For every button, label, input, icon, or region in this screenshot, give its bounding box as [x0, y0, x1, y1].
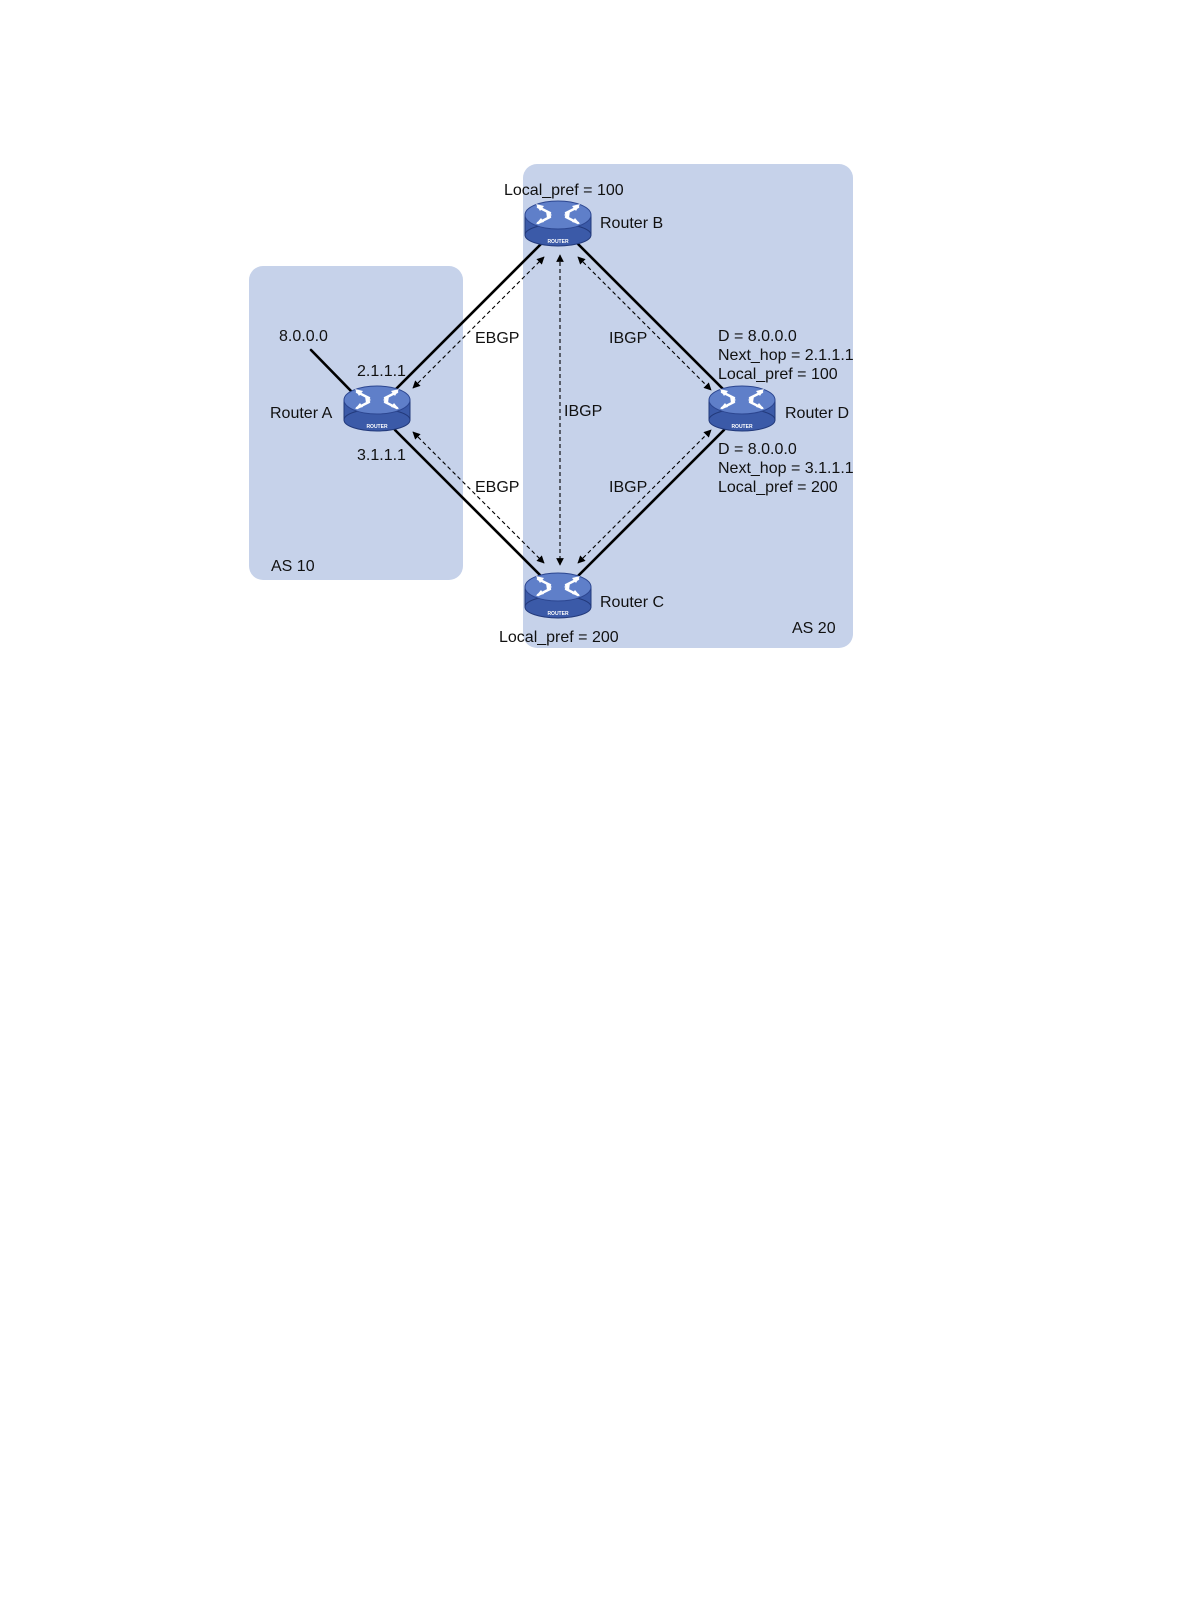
router-b-icon: ROUTER [525, 201, 591, 246]
route-via-c-destination: D = 8.0.0.0 [718, 441, 797, 458]
router-c-icon: ROUTER [525, 573, 591, 618]
route-via-c-local-pref: Local_pref = 200 [718, 479, 838, 496]
router-a-label: Router A [270, 405, 333, 422]
local-pref-b-label: Local_pref = 100 [504, 182, 624, 199]
session-c-d-label: IBGP [609, 479, 647, 496]
session-a-b-label: EBGP [475, 330, 519, 347]
router-b-icon-text: ROUTER [547, 239, 569, 245]
session-b-c-label: IBGP [564, 403, 602, 420]
session-a-c-label: EBGP [475, 479, 519, 496]
router-d-icon-text: ROUTER [731, 424, 753, 430]
router-a-icon-text: ROUTER [366, 424, 388, 430]
router-c-label: Router C [600, 594, 664, 611]
as10-label: AS 10 [271, 558, 315, 575]
router-d-icon: ROUTER [709, 386, 775, 431]
router-d-label: Router D [785, 405, 849, 422]
router-a-icon: ROUTER [344, 386, 410, 431]
network-prefix-label: 8.0.0.0 [279, 328, 328, 345]
router-b-label: Router B [600, 215, 663, 232]
route-via-b-next-hop: Next_hop = 2.1.1.1 [718, 347, 854, 364]
route-via-c-next-hop: Next_hop = 3.1.1.1 [718, 460, 854, 477]
local-pref-c-label: Local_pref = 200 [499, 629, 619, 646]
route-via-b-local-pref: Local_pref = 100 [718, 366, 838, 383]
session-b-d-label: IBGP [609, 330, 647, 347]
interface-a-b-label: 2.1.1.1 [357, 363, 406, 380]
router-c-icon-text: ROUTER [547, 611, 569, 617]
route-via-b-destination: D = 8.0.0.0 [718, 328, 797, 345]
as20-label: AS 20 [792, 620, 836, 637]
interface-a-c-label: 3.1.1.1 [357, 447, 406, 464]
